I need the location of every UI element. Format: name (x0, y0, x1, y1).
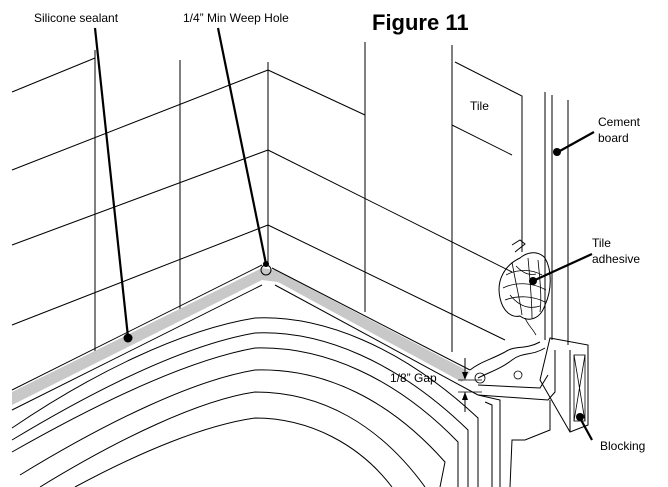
label-cement-board-line1: Cement (598, 115, 641, 129)
right-wall-tile-grid (267, 42, 526, 352)
label-weep-hole: 1/4” Min Weep Hole (183, 11, 289, 25)
tile-adhesive (498, 252, 551, 336)
label-cement-board-line2: board (598, 131, 629, 145)
leader-dot-silicone (123, 333, 133, 343)
label-blocking: Blocking (600, 439, 645, 453)
tub-flange (11, 264, 556, 487)
label-tile: Tile (470, 99, 489, 113)
gap-dimension (458, 358, 482, 412)
label-tile-adhesive-line1: Tile (592, 236, 611, 250)
leader-weep-hole (216, 27, 268, 265)
figure-title: Figure 11 (372, 10, 469, 35)
leader-silicone-sealant (93, 27, 130, 338)
leader-cement-board (557, 131, 595, 153)
cement-board (544, 92, 569, 345)
tub-basin-curves (11, 317, 479, 487)
leader-lines (93, 27, 595, 441)
sealant-bead (12, 268, 470, 405)
label-tile-adhesive-line2: adhesive (592, 252, 640, 266)
label-gap: 1/8” Gap (390, 371, 437, 385)
label-silicone-sealant: Silicone sealant (34, 11, 119, 25)
blocking-block (539, 337, 589, 433)
leader-tile-adhesive (534, 252, 593, 282)
leader-blocking (579, 417, 593, 441)
left-wall-tile-grid (11, 50, 269, 358)
